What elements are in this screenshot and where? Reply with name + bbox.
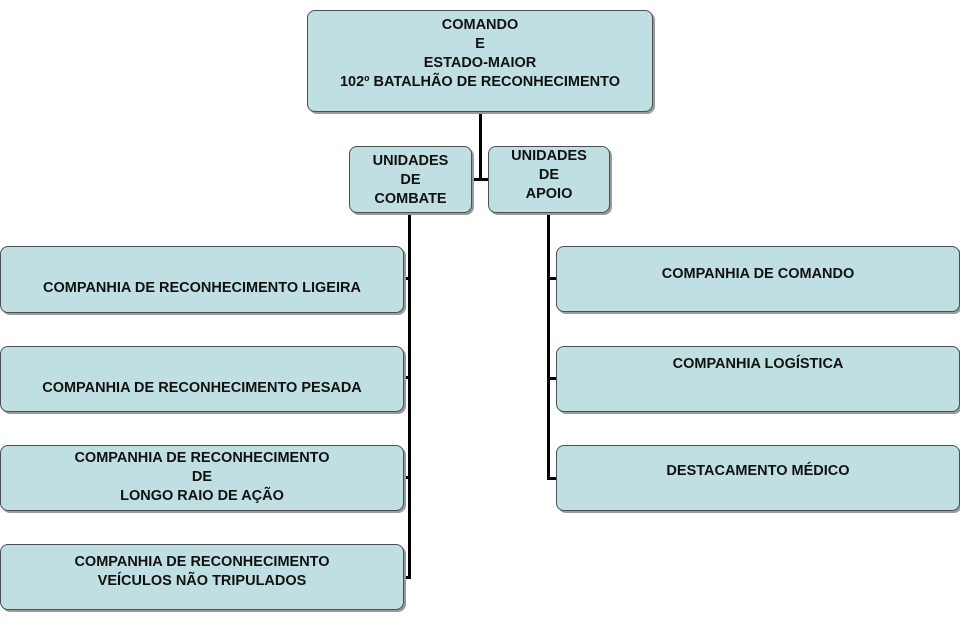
combat-unit-2-line-1: COMPANHIA DE RECONHECIMENTO PESADA xyxy=(42,380,362,396)
combat-unit-node: COMPANHIA DE RECONHECIMENTO DE LONGO RAI… xyxy=(0,445,404,511)
combat-unit-4-line-1: COMPANHIA DE RECONHECIMENTO xyxy=(74,554,330,570)
combat-units-node: UNIDADES DE COMBATE xyxy=(349,146,472,213)
support-units-node: UNIDADES DE APOIO xyxy=(488,146,610,213)
combat-header-line-2: DE xyxy=(400,172,421,188)
connector-combat-trunk xyxy=(408,212,411,579)
combat-unit-node: COMPANHIA DE RECONHECIMENTO LIGEIRA xyxy=(0,246,404,313)
support-unit-1-line-1: COMPANHIA DE COMANDO xyxy=(661,266,855,282)
root-line-4: 102º BATALHÃO DE RECONHECIMENTO xyxy=(339,74,621,90)
connector-support-trunk xyxy=(547,212,550,480)
support-header-line-2: DE xyxy=(538,167,560,183)
combat-header-line-3: COMBATE xyxy=(374,191,447,207)
combat-unit-3-line-2: DE xyxy=(191,469,213,485)
support-unit-3-line-1: DESTACAMENTO MÉDICO xyxy=(666,463,850,479)
support-unit-node: COMPANHIA LOGÍSTICA xyxy=(556,346,960,412)
connector-combat-3 xyxy=(403,476,411,479)
support-unit-node: DESTACAMENTO MÉDICO xyxy=(556,445,960,511)
combat-unit-node: COMPANHIA DE RECONHECIMENTO PESADA xyxy=(0,346,404,412)
connector-support-3 xyxy=(547,477,557,480)
support-header-line-1: UNIDADES xyxy=(511,148,587,164)
connector-support-2 xyxy=(547,377,557,380)
support-unit-node: COMPANHIA DE COMANDO xyxy=(556,246,960,312)
root-line-1: COMANDO xyxy=(441,17,519,33)
support-unit-2-line-1: COMPANHIA LOGÍSTICA xyxy=(672,356,844,372)
root-line-2: E xyxy=(475,36,485,52)
root-line-3: ESTADO-MAIOR xyxy=(423,55,537,71)
combat-unit-3-line-3: LONGO RAIO DE AÇÃO xyxy=(120,488,284,504)
combat-unit-3-line-1: COMPANHIA DE RECONHECIMENTO xyxy=(74,450,330,466)
connector-combat-4 xyxy=(403,576,411,579)
connector-combat-2 xyxy=(403,376,411,379)
connector-root-to-units xyxy=(479,112,482,180)
connector-combat-1 xyxy=(403,277,411,280)
combat-unit-4-line-2: VEÍCULOS NÃO TRIPULADOS xyxy=(97,573,307,589)
root-node-battalion-command: COMANDO E ESTADO-MAIOR 102º BATALHÃO DE … xyxy=(307,10,653,112)
combat-unit-node: COMPANHIA DE RECONHECIMENTO VEÍCULOS NÃO… xyxy=(0,544,404,610)
connector-units-horizontal xyxy=(472,178,489,181)
support-header-line-3: APOIO xyxy=(525,186,573,202)
combat-unit-1-line-1: COMPANHIA DE RECONHECIMENTO LIGEIRA xyxy=(43,280,361,296)
combat-header-line-1: UNIDADES xyxy=(372,153,449,169)
connector-support-1 xyxy=(547,277,557,280)
